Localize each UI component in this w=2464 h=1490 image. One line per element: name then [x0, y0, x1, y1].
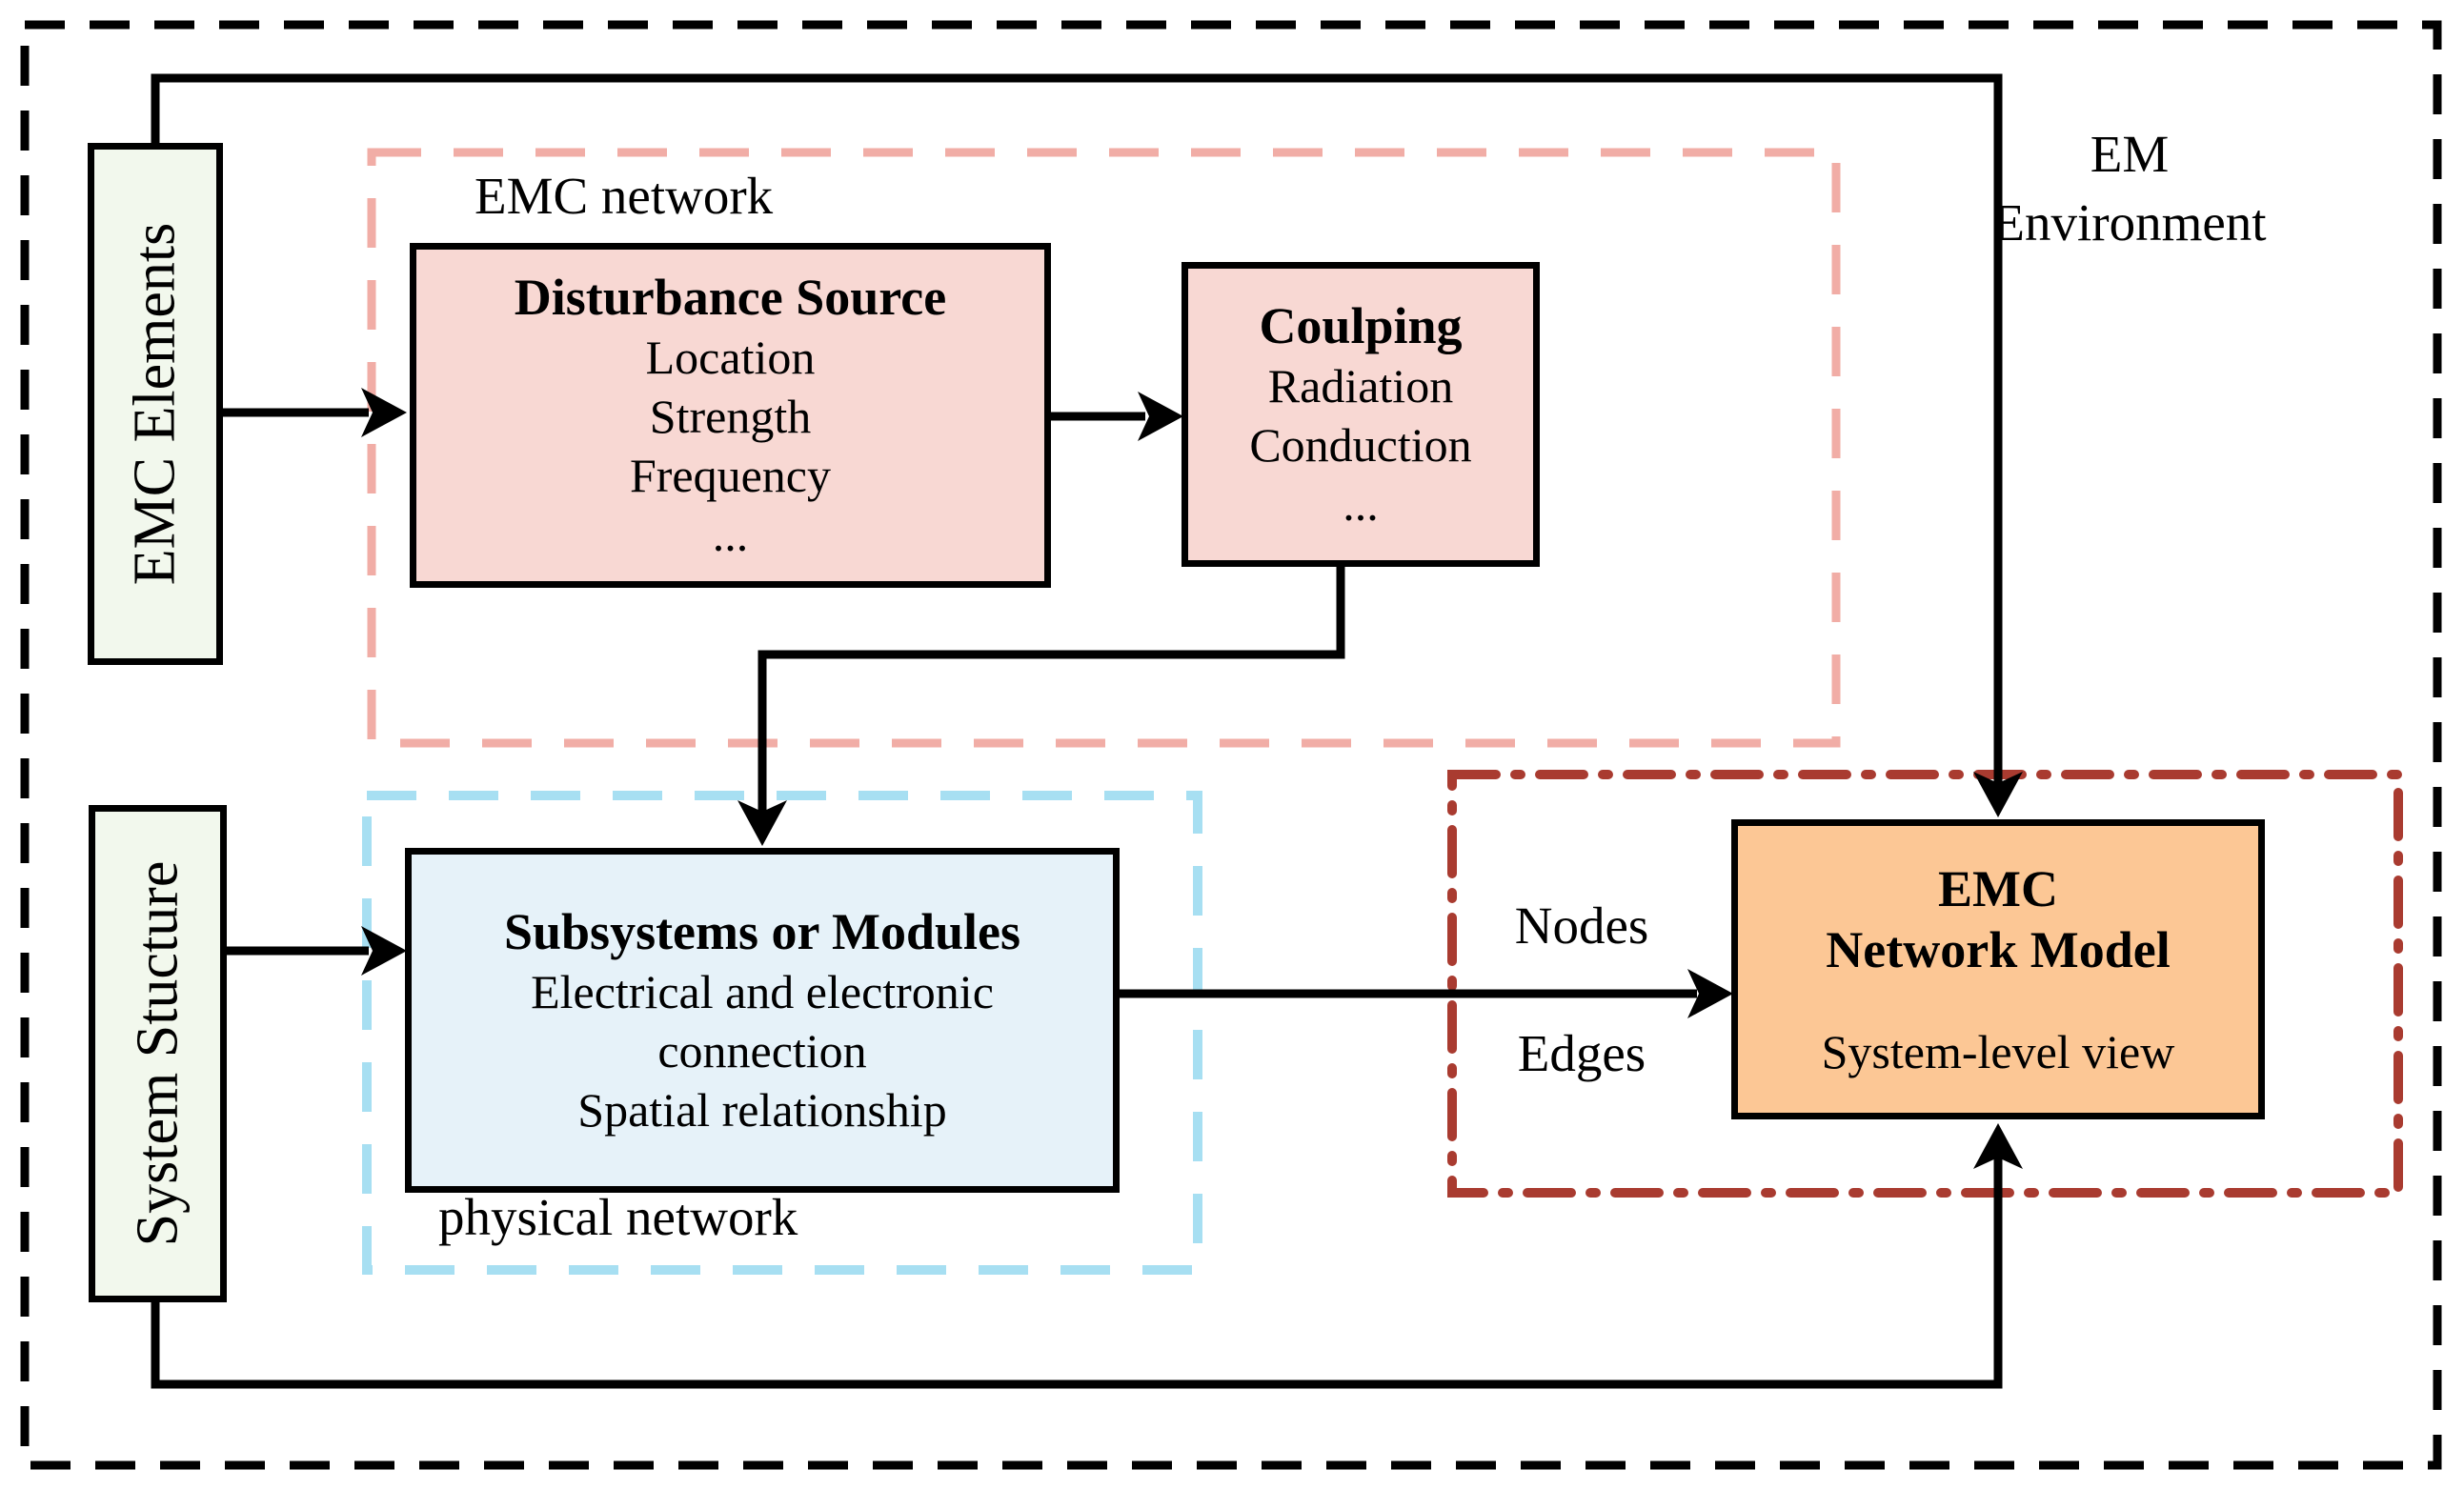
emc-elements-box: EMC Elements [88, 143, 223, 665]
arrowhead-coupling-left [1138, 392, 1183, 441]
disturbance-source-box: Disturbance Source Location Strength Fre… [410, 243, 1051, 588]
emc-elements-label: EMC Elements [122, 222, 188, 586]
edges-label: Edges [1517, 1024, 1646, 1082]
nodes-label: Nodes [1514, 896, 1649, 955]
disturbance-source-title: Disturbance Source [514, 269, 947, 326]
em-environment-label-line2: Environment [1992, 193, 2267, 252]
arrowhead-model-bottom [1973, 1123, 2023, 1169]
emc-model-group-border [1447, 770, 2403, 1198]
subsystems-item: Spatial relationship [577, 1083, 947, 1137]
arrowhead-subsystems-left [361, 926, 407, 976]
wire-system-structure-to-model-bottom [151, 1156, 2003, 1389]
emc-model-subtitle: System-level view [1821, 1024, 2175, 1078]
disturbance-source-item: Location [645, 331, 816, 384]
wire-coupling-to-subsystems [757, 564, 1345, 812]
coupling-title: Coulping [1259, 297, 1463, 354]
arrowhead-subsystems-top [737, 800, 787, 846]
emc-network-group-label: EMC network [475, 167, 774, 225]
disturbance-source-item: Strength [649, 390, 812, 443]
coupling-item: Radiation [1267, 359, 1454, 413]
emc-model-title-line1: EMC [1938, 859, 2058, 917]
emc-network-group-border [367, 148, 1841, 748]
physical-network-group-border [362, 791, 1202, 1275]
arrowhead-model-top [1973, 772, 2023, 817]
arrowhead-disturbance-left [361, 388, 407, 437]
physical-network-group-label: physical network [438, 1188, 798, 1246]
em-environment-label: EM Environment [1987, 120, 2272, 257]
emc-model-title-line2: Network Model [1826, 920, 2171, 978]
wire-emc-elements-to-model-top [151, 73, 2003, 783]
subsystems-item: Electrical and electronic connection [531, 965, 994, 1077]
em-environment-label-line1: EM [2090, 125, 2170, 183]
coupling-ellipsis: ... [1343, 477, 1379, 531]
system-structure-box: System Stucture [89, 805, 227, 1302]
disturbance-source-item: Frequency [629, 449, 832, 502]
emc-network-model-box: EMC Network Model System-level view [1731, 819, 2265, 1119]
coupling-item: Conduction [1249, 418, 1472, 472]
em-environment-border [20, 20, 2442, 1470]
arrowhead-model-left [1687, 969, 1733, 1018]
subsystems-title: Subsystems or Modules [503, 903, 1021, 960]
coupling-box: Coulping Radiation Conduction ... [1182, 262, 1540, 567]
disturbance-source-ellipsis: ... [712, 508, 749, 561]
subsystems-box: Subsystems or Modules Electrical and ele… [405, 848, 1120, 1193]
system-structure-label: System Stucture [125, 860, 190, 1247]
